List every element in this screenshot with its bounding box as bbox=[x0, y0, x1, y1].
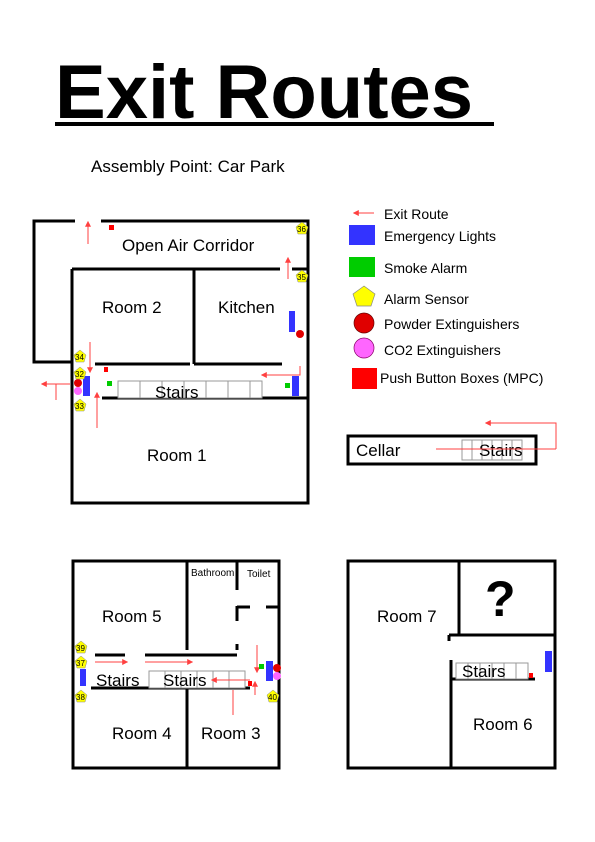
alarm-sensor-icon: 32 bbox=[73, 366, 87, 380]
wall bbox=[70, 269, 310, 505]
alarm-sensor-icon: 33 bbox=[73, 398, 87, 412]
smoke-alarm-icon bbox=[349, 257, 375, 277]
stair-step bbox=[503, 662, 517, 680]
ground-floor-plan: Open Air Corridor Room 2 Kitchen Stairs … bbox=[32, 219, 310, 505]
svg-text:39: 39 bbox=[76, 644, 85, 653]
push-button-box-icon bbox=[109, 225, 114, 230]
cellar-plan: Cellar Stairs bbox=[346, 420, 557, 466]
room-label-room-7: Room 7 bbox=[377, 607, 437, 626]
stair-step bbox=[515, 662, 529, 680]
room-label-room-1: Room 1 bbox=[147, 446, 207, 465]
legend: Exit Route Emergency Lights Smoke Alarm … bbox=[349, 206, 543, 389]
room-label-kitchen: Kitchen bbox=[218, 298, 275, 317]
stair-step bbox=[461, 439, 473, 461]
svg-text:34: 34 bbox=[75, 353, 84, 362]
stairs-label: Stairs bbox=[96, 671, 139, 690]
powder-extinguisher-icon bbox=[353, 312, 375, 334]
second-floor-plan: Room 7 ? Stairs Room 6 bbox=[346, 559, 557, 770]
stairs-label: Stairs bbox=[479, 441, 522, 460]
stairs-label: Stairs bbox=[155, 383, 198, 402]
alarm-sensor-icon: 36 bbox=[295, 221, 309, 235]
first-floor-plan: Room 5 Bathroom Toilet Stairs Stairs Roo… bbox=[71, 559, 281, 770]
alarm-sensor-icon: 34 bbox=[73, 349, 87, 363]
unknown-room-label: ? bbox=[485, 571, 516, 627]
room-label-room-3: Room 3 bbox=[201, 724, 261, 743]
alarm-sensor-icon: 40 bbox=[266, 689, 280, 703]
push-button-box-icon bbox=[248, 681, 252, 686]
room-label-room-5: Room 5 bbox=[102, 607, 162, 626]
stair-step bbox=[117, 380, 141, 399]
push-button-box-icon bbox=[352, 368, 377, 389]
stair-step bbox=[511, 439, 523, 461]
emergency-light-icon bbox=[349, 225, 375, 245]
legend-label: Emergency Lights bbox=[384, 228, 496, 244]
alarm-sensor-icon: 37 bbox=[74, 655, 88, 669]
svg-text:32: 32 bbox=[75, 370, 84, 379]
exit-route-arrow bbox=[260, 366, 301, 378]
wall bbox=[346, 434, 538, 466]
powder-extinguisher-icon bbox=[273, 664, 281, 672]
exit-route-arrow bbox=[484, 420, 557, 449]
smoke-alarm-icon bbox=[107, 381, 112, 386]
smoke-alarm-icon bbox=[259, 664, 264, 669]
legend-label: Powder Extinguishers bbox=[384, 316, 519, 332]
room-label-open-air-corridor: Open Air Corridor bbox=[122, 236, 255, 255]
wall bbox=[71, 559, 281, 770]
stairs-label: Stairs bbox=[163, 671, 206, 690]
alarm-sensor-icon: 35 bbox=[295, 269, 309, 283]
room-label-bathroom: Bathroom bbox=[191, 568, 234, 579]
svg-text:40: 40 bbox=[268, 693, 277, 702]
stair-step bbox=[205, 380, 229, 399]
cellar-label: Cellar bbox=[356, 441, 401, 460]
assembly-point-label: Assembly Point: Car Park bbox=[91, 157, 285, 176]
powder-extinguisher-icon bbox=[296, 330, 304, 338]
emergency-light-icon bbox=[266, 661, 273, 681]
svg-text:36: 36 bbox=[297, 225, 306, 234]
emergency-light-icon bbox=[292, 376, 299, 396]
emergency-light-icon bbox=[545, 651, 552, 672]
co2-extinguisher-icon bbox=[273, 672, 281, 680]
emergency-light-icon bbox=[80, 669, 86, 686]
powder-extinguisher-icon bbox=[74, 379, 82, 387]
wall bbox=[101, 219, 310, 398]
legend-label: Exit Route bbox=[384, 206, 449, 222]
legend-label: Push Button Boxes (MPC) bbox=[380, 370, 543, 386]
alarm-sensor-icon: 38 bbox=[74, 689, 88, 703]
legend-label: Smoke Alarm bbox=[384, 260, 467, 276]
svg-text:33: 33 bbox=[75, 402, 84, 411]
room-label-room-6: Room 6 bbox=[473, 715, 533, 734]
page-title: Exit Routes bbox=[55, 50, 473, 135]
stairs-label: Stairs bbox=[462, 662, 505, 681]
wall bbox=[32, 219, 75, 364]
push-button-box-icon bbox=[529, 673, 533, 678]
emergency-light-icon bbox=[83, 376, 90, 396]
stair-step bbox=[227, 380, 251, 399]
room-label-room-2: Room 2 bbox=[102, 298, 162, 317]
room-label-room-4: Room 4 bbox=[112, 724, 172, 743]
emergency-light-icon bbox=[289, 311, 295, 332]
alarm-sensor-icon bbox=[352, 285, 376, 307]
title-underline bbox=[55, 122, 494, 126]
room-label-toilet: Toilet bbox=[247, 569, 271, 580]
svg-text:38: 38 bbox=[76, 693, 85, 702]
smoke-alarm-icon bbox=[285, 383, 290, 388]
co2-extinguisher-icon bbox=[74, 387, 82, 395]
stair-step bbox=[249, 380, 263, 399]
push-button-box-icon bbox=[104, 367, 108, 372]
alarm-sensor-icon: 39 bbox=[74, 640, 88, 654]
legend-label: Alarm Sensor bbox=[384, 291, 469, 307]
svg-text:35: 35 bbox=[297, 273, 306, 282]
legend-label: CO2 Extinguishers bbox=[384, 342, 501, 358]
svg-text:37: 37 bbox=[76, 659, 85, 668]
co2-extinguisher-icon bbox=[353, 337, 375, 359]
